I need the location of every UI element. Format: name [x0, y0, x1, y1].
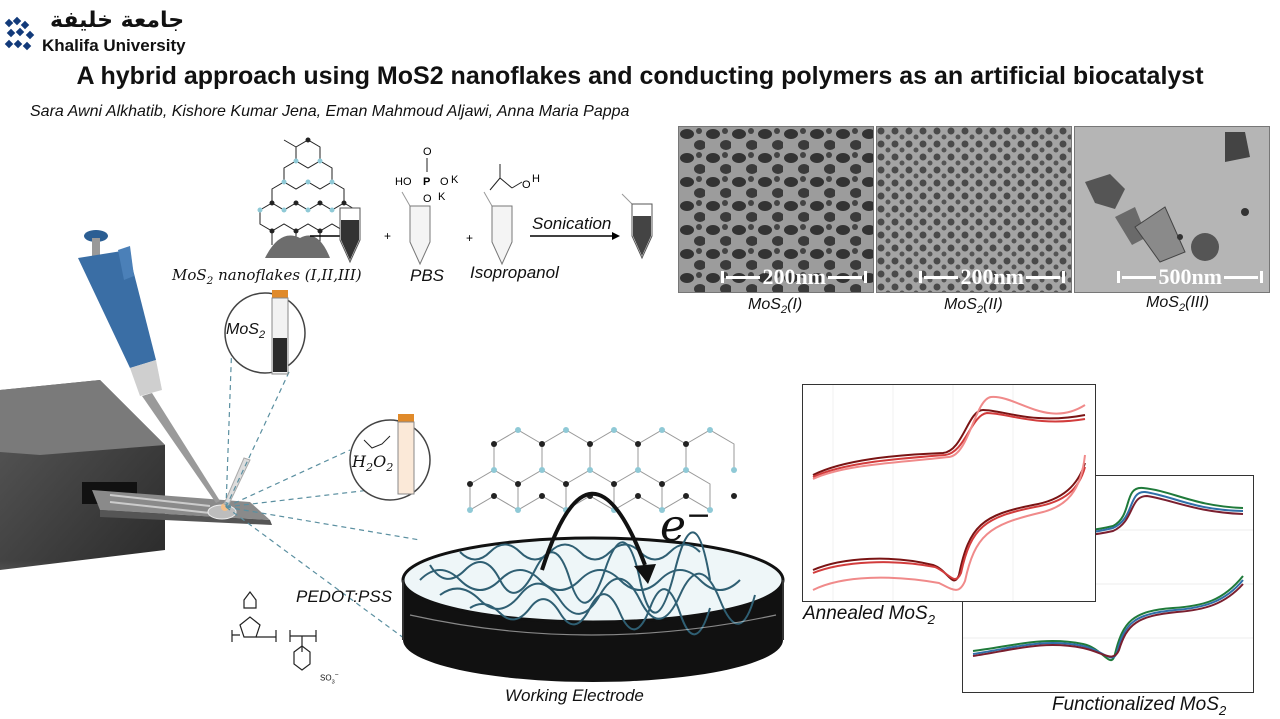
svg-text:K: K: [438, 191, 446, 203]
plus-sign-1: +: [384, 229, 391, 243]
isopropanol-structure-icon: [489, 164, 523, 191]
logo-arabic-text: جامعة خليفة: [50, 8, 185, 33]
svg-text:K: K: [451, 174, 459, 186]
mos2-nanoflakes-label: MoS2 nanoflakes (I,II,III): [172, 266, 362, 287]
scale-bar: 500nm: [1117, 264, 1263, 290]
tube-mos2-label: MoS2: [226, 321, 266, 342]
pss-sulfonate-label: SO3−: [320, 672, 339, 686]
svg-text:O: O: [522, 179, 531, 191]
tube-h2o2-label: H2O2: [352, 452, 394, 475]
svg-text:O: O: [423, 146, 432, 158]
svg-text:P: P: [423, 176, 430, 188]
tem-label-mos2-ii: MoS2(II): [944, 296, 1003, 317]
tem-label-mos2-iii: MoS2(III): [1146, 294, 1210, 315]
electron-label: e−: [660, 498, 712, 552]
vial-mos2-icon: [339, 207, 361, 264]
h2o2-structure-icon: [363, 435, 391, 449]
logo-mark-icon: [4, 16, 35, 51]
vial-dispersion-icon: [621, 193, 653, 260]
svg-text:H: H: [532, 173, 540, 185]
isopropanol-label: Isopropanol: [470, 263, 559, 282]
series-annealed-1: [812, 408, 1086, 476]
scale-bar: 200nm: [721, 264, 867, 290]
plus-sign-2: +: [466, 231, 473, 245]
tem-image-mos2-iii: 500nm: [1074, 126, 1270, 293]
series-annealed-2: [812, 411, 1086, 478]
potentiostat-box: [0, 380, 170, 719]
working-electrode-disk: [401, 531, 785, 682]
svg-text:O: O: [440, 176, 449, 188]
tube-mos2-icon: [271, 290, 289, 375]
pipette-icon: [78, 230, 220, 503]
working-electrode-label: Working Electrode: [505, 686, 644, 705]
vial-isopropanol-icon: [483, 191, 513, 266]
annealed-plot-label: Annealed MoS2: [803, 603, 936, 627]
scale-bar: 200nm: [919, 264, 1065, 290]
device-illustration: [0, 230, 785, 719]
pedot-pss-label: PEDOT:PSS: [296, 587, 393, 606]
series-annealed-3: [812, 395, 1086, 480]
cv-plot-annealed: [802, 384, 1096, 602]
logo-english-text: Khalifa University: [42, 36, 186, 55]
functionalized-plot-label: Functionalized MoS2: [1052, 694, 1227, 718]
vial-pbs-icon: [401, 191, 431, 266]
svg-text:HO: HO: [395, 176, 412, 188]
tem-image-mos2-ii: 200nm: [876, 126, 1072, 293]
svg-text:O: O: [423, 193, 432, 205]
powder-pile-icon: [265, 235, 330, 258]
tem-image-mos2-i: 200nm: [678, 126, 874, 293]
sonication-label: Sonication: [532, 214, 612, 233]
pbs-label: PBS: [410, 266, 445, 285]
poster-title: A hybrid approach using MoS2 nanoflakes …: [76, 62, 1204, 90]
author-list: Sara Awni Alkhatib, Kishore Kumar Jena, …: [30, 103, 630, 120]
university-logo: جامعة خليفة Khalifa University: [0, 0, 210, 60]
phosphate-structure-icon: O HO P O K O K: [395, 146, 459, 205]
synthesis-scheme: + O HO P O K O K + O H: [257, 137, 653, 266]
electron-transfer-arrow: [540, 491, 647, 571]
tem-label-mos2-i: MoS2(I): [748, 296, 803, 317]
pedot-pss-structure-icon: [231, 591, 317, 671]
tube-h2o2-icon: [397, 414, 415, 495]
